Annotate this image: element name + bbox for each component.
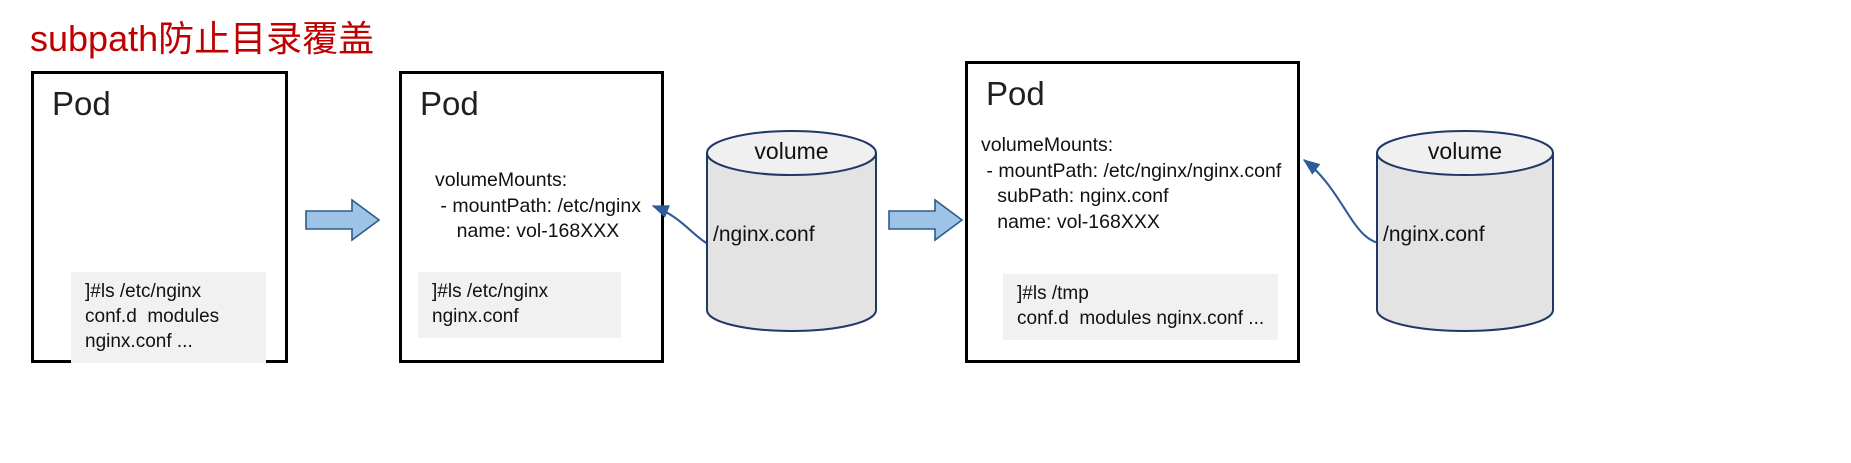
flow-arrow-2 (888, 198, 964, 242)
pod-yaml-3: volumeMounts: - mountPath: /etc/nginx/ng… (981, 134, 1282, 233)
pod-terminal-2: ]#ls /etc/nginx nginx.conf (418, 272, 621, 338)
page-title: subpath防止目录覆盖 (30, 18, 375, 59)
volume-content-1: /nginx.conf (713, 223, 815, 246)
pod-terminal-1: ]#ls /etc/nginx conf.d modules nginx.con… (71, 272, 266, 363)
pod-yaml-2: volumeMounts: - mountPath: /etc/nginx na… (435, 169, 641, 242)
pod-title-1: Pod (52, 85, 111, 122)
volume-content-2: /nginx.conf (1383, 223, 1485, 246)
pod-terminal-3: ]#ls /tmp conf.d modules nginx.conf ... (1003, 274, 1278, 340)
pod-box-3: Pod volumeMounts: - mountPath: /etc/ngin… (965, 61, 1300, 363)
volume-cylinder-1: volume /nginx.conf (705, 129, 878, 334)
volume-label-1: volume (754, 138, 829, 164)
mount-connector-2 (1290, 148, 1390, 248)
volume-label-2: volume (1427, 138, 1503, 164)
pod-title-2: Pod (420, 85, 479, 122)
volume-cylinder-2: volume /nginx.conf (1375, 129, 1555, 334)
pod-title-3: Pod (986, 75, 1045, 112)
pod-box-2: Pod volumeMounts: - mountPath: /etc/ngin… (399, 71, 664, 363)
flow-arrow-1 (305, 198, 381, 242)
pod-box-1: Pod ]#ls /etc/nginx conf.d modules nginx… (31, 71, 288, 363)
